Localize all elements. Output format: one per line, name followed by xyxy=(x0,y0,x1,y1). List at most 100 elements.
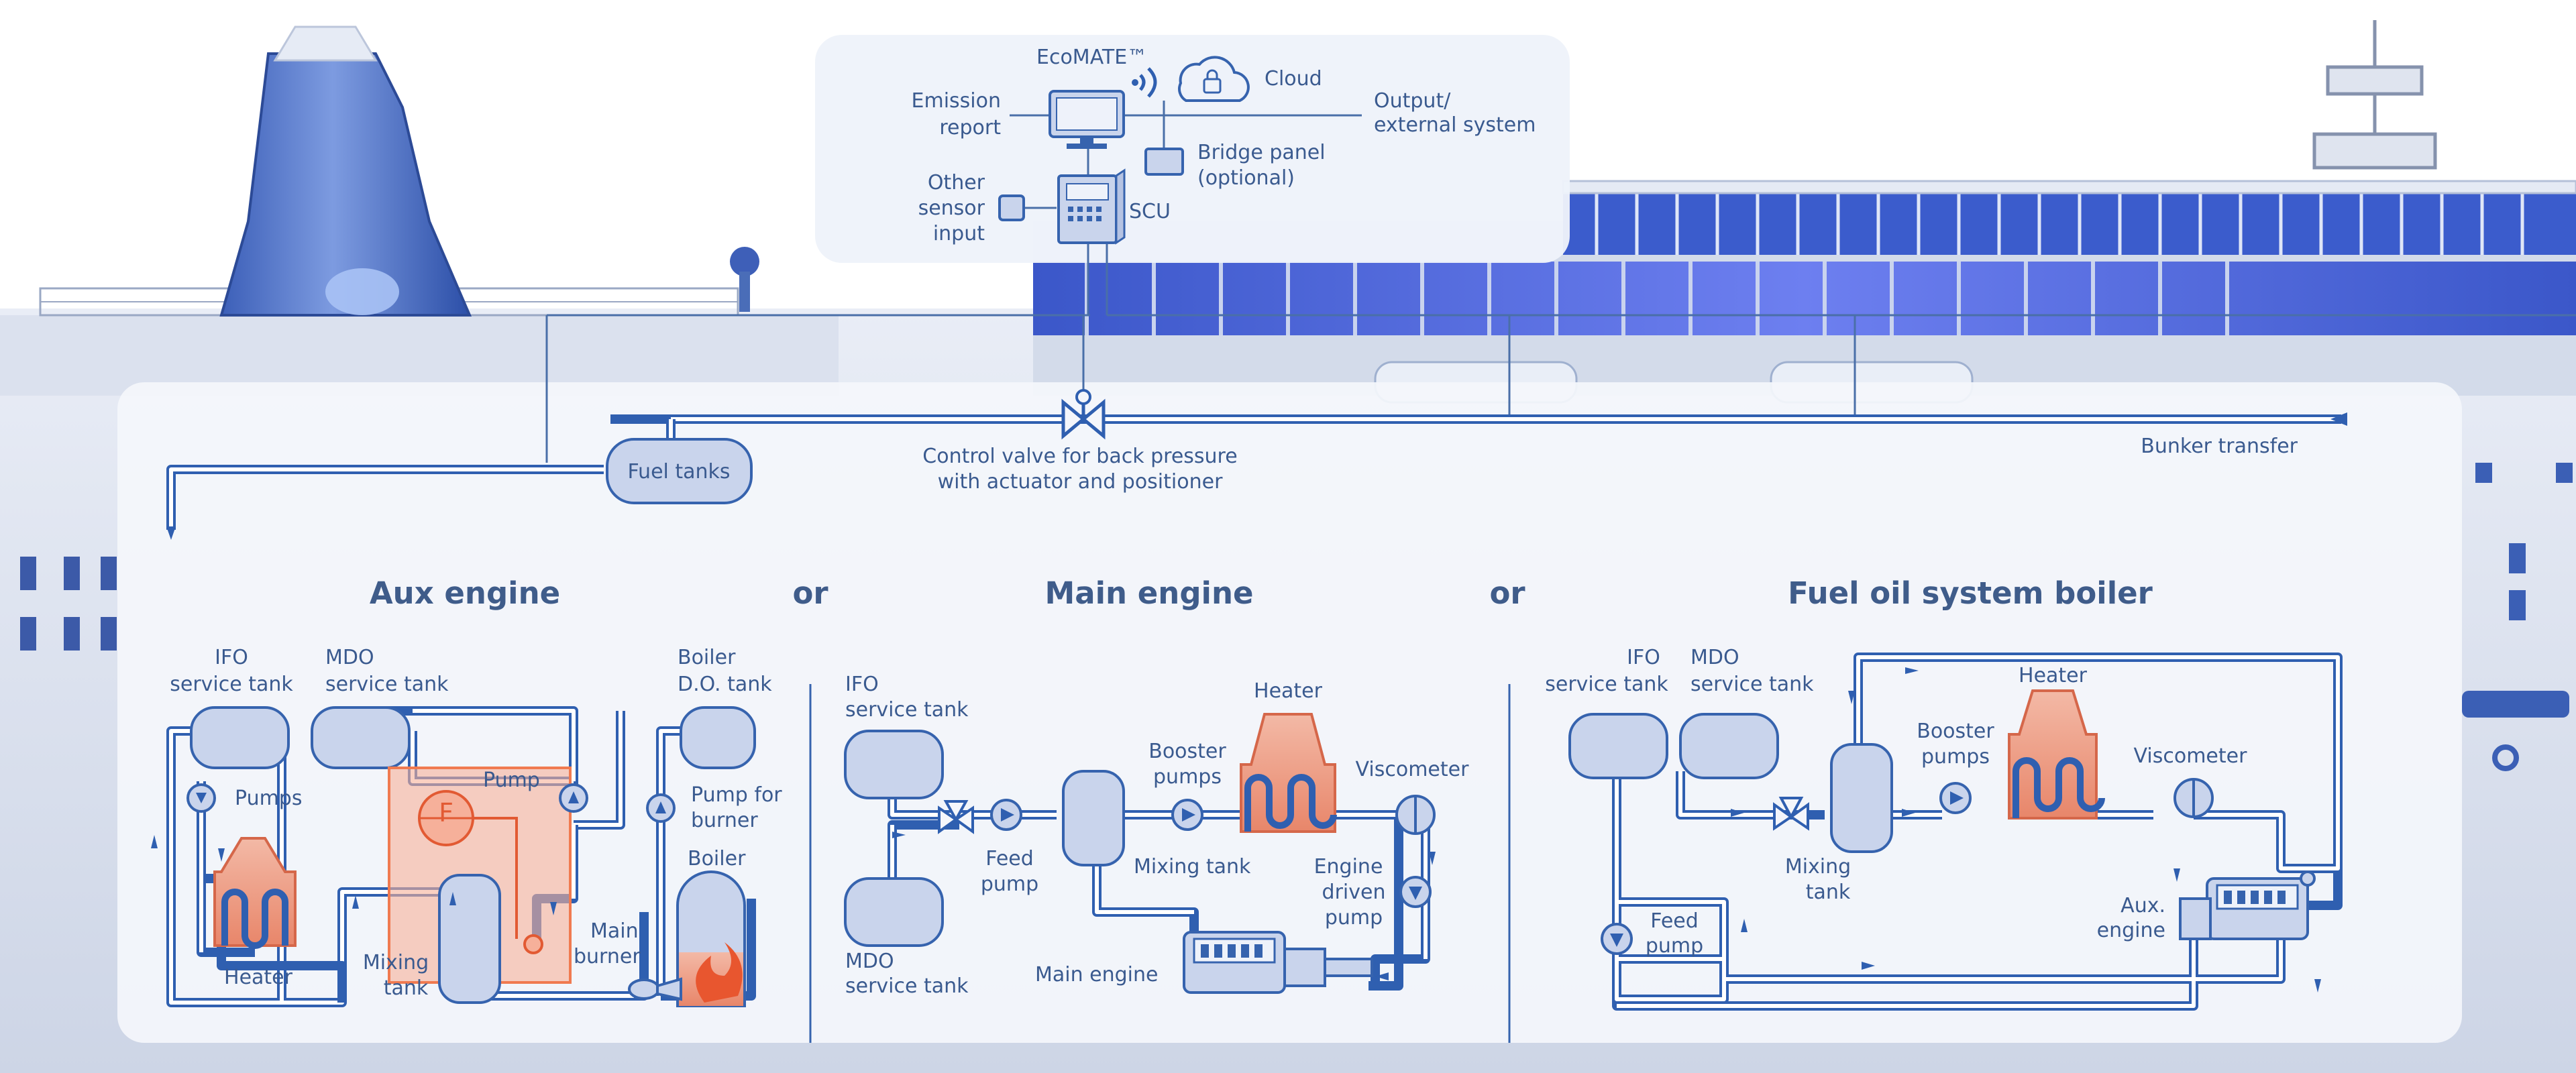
aux-mdo-label-2: service tank xyxy=(325,673,449,696)
boiler-feed-label-1: Feed xyxy=(1650,909,1699,933)
cloud-icon xyxy=(1178,56,1250,102)
output-label-2: external system xyxy=(1374,113,1536,137)
monitor-icon xyxy=(1049,90,1125,149)
aux-boiler-do-tank xyxy=(680,706,756,769)
main-mixing-label: Mixing tank xyxy=(1134,855,1251,879)
main-booster-label-2: pumps xyxy=(1153,765,1222,789)
bridge-panel-icon xyxy=(1144,148,1184,176)
main-engine-pump-label-1: Engine xyxy=(1314,855,1383,879)
boiler-mdo-label-2: service tank xyxy=(1690,673,1814,696)
aux-boiler-do-label-2: D.O. tank xyxy=(678,673,772,696)
boiler-booster-label-2: pumps xyxy=(1921,745,1990,769)
main-heater-label: Heater xyxy=(1254,679,1323,703)
or-label-2: or xyxy=(1489,575,1525,611)
main-mdo-label-2: service tank xyxy=(845,974,969,998)
aux-mixing-tank xyxy=(438,874,501,1004)
aux-burner-pump-label-2: burner xyxy=(691,809,758,832)
boiler-mdo-tank xyxy=(1679,713,1779,779)
main-valve-icon xyxy=(938,800,974,834)
control-valve-label-2: with actuator and positioner xyxy=(938,470,1223,494)
main-feed-label-2: pump xyxy=(981,872,1038,896)
boiler-mixing-tank xyxy=(1830,743,1893,853)
aux-mdo-tank xyxy=(311,706,411,769)
boiler-viscometer-label: Viscometer xyxy=(2134,744,2248,768)
scu-icon xyxy=(1057,168,1126,245)
ecomate-label: EcoMATE™ xyxy=(1036,46,1147,69)
boiler-system-title: Fuel oil system boiler xyxy=(1788,575,2153,611)
aux-main-burner-label-2: burner xyxy=(574,945,641,968)
aux-engine-title: Aux engine xyxy=(370,575,560,611)
window-band xyxy=(1033,262,2576,335)
boiler-ifo-label-2: service tank xyxy=(1545,673,1668,696)
aux-ifo-label-1: IFO xyxy=(215,646,248,669)
main-engine-pump-label-2: driven xyxy=(1322,881,1386,904)
boiler-ifo-label-1: IFO xyxy=(1627,646,1660,669)
main-mixing-tank xyxy=(1062,770,1125,866)
boiler-aux-label-1: Aux. xyxy=(2121,894,2165,917)
radar-dome xyxy=(730,247,759,276)
other-label-3: input xyxy=(933,222,985,245)
ship-funnel xyxy=(219,52,472,317)
scu-label: SCU xyxy=(1129,200,1171,223)
main-ifo-label-1: IFO xyxy=(845,673,879,696)
boiler-mdo-label-1: MDO xyxy=(1690,646,1739,669)
aux-pumps-label: Pumps xyxy=(235,787,302,810)
boiler-mixing-label-2: tank xyxy=(1806,881,1851,904)
boiler-mixing-label-1: Mixing xyxy=(1785,855,1851,879)
main-engine-icon xyxy=(1183,931,1373,994)
main-booster-label-1: Booster xyxy=(1148,740,1226,763)
boiler-valve-icon xyxy=(1773,797,1809,831)
main-heater-icon xyxy=(1240,713,1337,833)
aux-main-burner-label-1: Main xyxy=(590,919,639,943)
boiler-aux-label-2: engine xyxy=(2097,919,2165,942)
other-label-2: sensor xyxy=(918,196,985,220)
cloud-label: Cloud xyxy=(1265,67,1322,91)
control-valve-icon xyxy=(1061,389,1106,440)
aux-burner-pump-label-1: Pump for xyxy=(691,783,782,807)
emission-label-1: Emission xyxy=(912,89,1001,113)
other-label-1: Other xyxy=(928,171,985,194)
bridge-label-1: Bridge panel xyxy=(1197,141,1326,164)
flow-meter-label: F xyxy=(439,798,453,828)
fuel-tanks xyxy=(606,438,753,504)
fuel-tanks-label: Fuel tanks xyxy=(627,460,730,484)
aux-ifo-label-2: service tank xyxy=(170,673,293,696)
boiler-heater-icon xyxy=(2008,689,2105,820)
main-feed-label-1: Feed xyxy=(985,847,1034,870)
main-mdo-tank xyxy=(844,877,944,947)
control-valve-label-1: Control valve for back pressure xyxy=(922,445,1237,468)
ship-mast xyxy=(2312,20,2437,170)
boiler-feed-label-2: pump xyxy=(1646,934,1703,958)
ecomate-panel: EcoMATE™ Cloud Emission report Output/ e… xyxy=(815,35,1570,315)
boiler-system-section: IFO service tank MDO service tank Heater… xyxy=(1545,646,2343,1011)
boiler-heater-label: Heater xyxy=(2019,664,2088,687)
main-engine-section: IFO service tank MDO service tank Booste… xyxy=(844,673,1470,998)
bunker-transfer-label: Bunker transfer xyxy=(2141,435,2298,458)
emission-label-2: report xyxy=(939,116,1001,139)
main-ifo-tank xyxy=(844,730,944,799)
sensor-icon xyxy=(998,194,1025,221)
aux-pump-label: Pump xyxy=(483,769,540,792)
aux-mixing-label-2: tank xyxy=(384,976,429,1000)
aux-mixing-label-1: Mixing xyxy=(363,951,429,974)
upper-windows xyxy=(1563,191,2576,255)
portholes-left xyxy=(20,557,117,651)
aux-heater-label: Heater xyxy=(224,966,293,989)
main-viscometer-label: Viscometer xyxy=(1356,758,1470,781)
main-engine-title: Main engine xyxy=(1044,575,1253,611)
or-label-1: or xyxy=(792,575,828,611)
bridge-label-2: (optional) xyxy=(1197,166,1295,190)
boiler-booster-label-1: Booster xyxy=(1917,720,1994,743)
signal-lines xyxy=(545,314,2576,463)
boiler-ifo-tank xyxy=(1568,713,1668,779)
aux-engine-section: F IFO service tank MDO service tank Boil… xyxy=(151,646,782,1007)
main-mdo-label-1: MDO xyxy=(845,950,894,973)
boiler-aux-engine-icon xyxy=(2179,870,2316,940)
aux-boiler-label: Boiler xyxy=(688,847,746,870)
aux-boiler-do-label-1: Boiler xyxy=(678,646,736,669)
aux-boiler-icon xyxy=(628,870,746,1007)
output-label-1: Output/ xyxy=(1374,89,1451,113)
main-engine-pump-label-3: pump xyxy=(1325,906,1383,929)
aux-ifo-tank xyxy=(190,706,290,769)
